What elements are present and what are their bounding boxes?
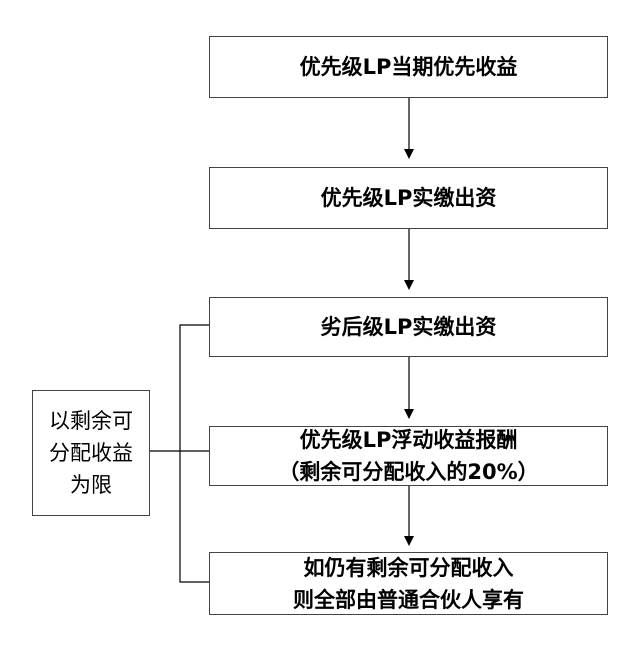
step-1-label: 优先级LP当期优先收益	[299, 55, 518, 79]
side-note-line-1: 以剩余可	[49, 409, 133, 433]
step-1-box: 优先级LP当期优先收益	[209, 36, 608, 98]
side-note-line-3: 为限	[70, 473, 112, 497]
step-4-label-line-2: （剩余可分配收入的20%）	[278, 460, 539, 484]
step-2-box: 优先级LP实缴出资	[209, 167, 608, 229]
step-3-box: 劣后级LP实缴出资	[209, 297, 608, 357]
step-5-label-line-1: 如仍有剩余可分配收入	[303, 555, 514, 580]
step-3-label: 劣后级LP实缴出资	[320, 315, 497, 339]
step-2-label: 优先级LP实缴出资	[320, 186, 497, 210]
side-note-line-2: 分配收益	[49, 441, 133, 465]
side-note-box: 以剩余可 分配收益 为限	[32, 390, 150, 516]
step-4-label-line-1: 优先级LP浮动收益报酬	[299, 428, 518, 452]
step-5-label-line-2: 则全部由普通合伙人享有	[293, 587, 524, 612]
side-bracket	[179, 324, 209, 583]
step-5-box: 如仍有剩余可分配收入 则全部由普通合伙人享有	[209, 552, 608, 615]
step-4-box: 优先级LP浮动收益报酬 （剩余可分配收入的20%）	[209, 426, 608, 486]
